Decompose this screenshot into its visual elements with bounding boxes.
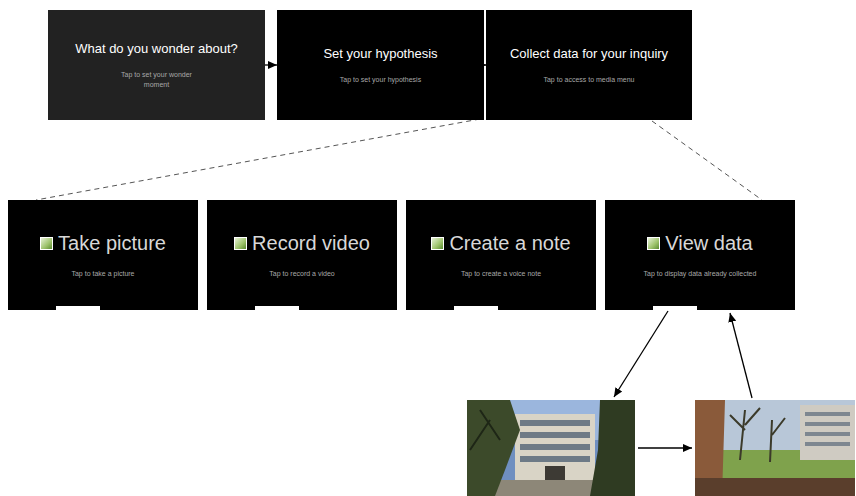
progress-bar (56, 306, 100, 310)
menu-icon (40, 237, 53, 250)
dashed-leader (652, 121, 762, 200)
screen-title: Record video (252, 232, 370, 255)
menu-icon (647, 237, 660, 250)
screen-title: Create a note (449, 232, 570, 255)
title-row: Create a note (431, 232, 570, 255)
screen-title: Set your hypothesis (323, 46, 437, 61)
dashed-leader (36, 119, 480, 200)
photo-window-view (695, 400, 855, 496)
screen-hint: Tap to access to media menu (543, 75, 634, 84)
flow-arrow (638, 447, 692, 448)
screen-card: Take pictureTap to take a picture (8, 200, 198, 310)
flow-arrow (265, 64, 277, 65)
screen-card: Collect data for your inquiryTap to acce… (486, 10, 692, 120)
title-row: Take picture (40, 232, 166, 255)
menu-icon (234, 237, 247, 250)
screen-title: View data (665, 232, 752, 255)
screen-hint: Tap to record a video (269, 269, 334, 278)
screen-card: Create a noteTap to create a voice note (406, 200, 596, 310)
flow-arrow (730, 313, 752, 398)
screen-hint: Tap to set your wonder moment (112, 70, 202, 88)
screen-card: View dataTap to display data already col… (605, 200, 795, 310)
photo-building (467, 400, 635, 496)
screen-title: Take picture (58, 232, 166, 255)
screen-hint: Tap to display data already collected (644, 269, 757, 278)
progress-bar (255, 306, 299, 310)
title-row: View data (647, 232, 752, 255)
flow-arrow (614, 311, 668, 397)
screen-hint: Tap to create a voice note (461, 269, 541, 278)
screen-title: Collect data for your inquiry (510, 46, 668, 61)
screen-title: What do you wonder about? (75, 41, 238, 56)
progress-bar (653, 306, 697, 310)
screen-card: Record videoTap to record a video (207, 200, 397, 310)
progress-bar (454, 306, 498, 310)
title-row: Record video (234, 232, 370, 255)
menu-icon (431, 237, 444, 250)
screen-card: Set your hypothesisTap to set your hypot… (277, 10, 484, 120)
screen-hint: Tap to take a picture (71, 269, 134, 278)
screen-hint: Tap to set your hypothesis (340, 75, 421, 84)
screen-card: What do you wonder about? Tap to set your… (48, 10, 265, 120)
